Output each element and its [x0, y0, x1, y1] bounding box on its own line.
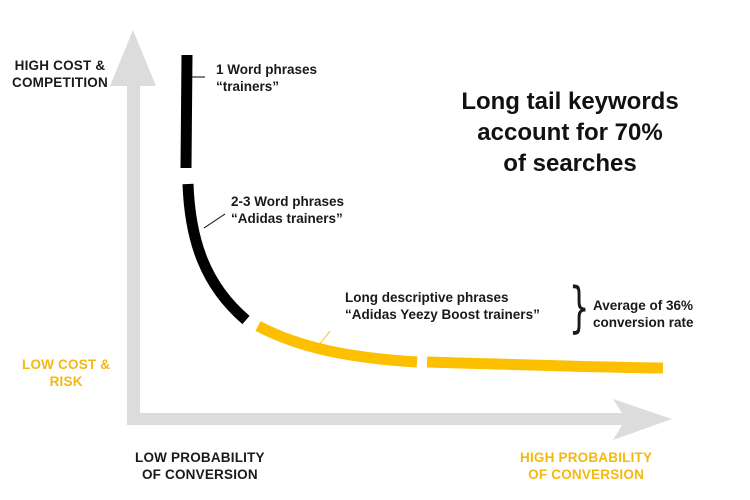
x-axis-high-label-line1: HIGH PROBABILITY — [520, 450, 653, 465]
phrase-two-three-word-title: 2-3 Word phrases — [231, 194, 345, 209]
curly-brace-icon: } — [568, 276, 590, 339]
x-axis-high-label: HIGH PROBABILITY OF CONVERSION — [520, 450, 652, 484]
curve-segment-one-word — [180, 54, 193, 169]
phrase-two-three-word-example: “Adidas trainers” — [231, 210, 343, 226]
phrase-long-descriptive-title: Long descriptive phrases — [345, 290, 509, 305]
y-axis-high-label: HIGH COST & COMPETITION — [12, 58, 108, 92]
conversion-callout-line1: Average of 36% — [593, 298, 694, 313]
phrase-one-word-title: 1 Word phrases — [216, 62, 318, 77]
x-axis-low-label-line1: LOW PROBABILITY — [135, 450, 265, 465]
phrase-one-word-example: “trainers” — [216, 78, 280, 94]
x-axis-arrow — [127, 399, 672, 440]
leader-line-long-tail — [318, 330, 331, 346]
y-axis-high-label-line2: COMPETITION — [12, 74, 108, 90]
leader-line-two-three-word — [203, 213, 226, 229]
y-axis-high-label-line1: HIGH COST & — [14, 58, 106, 73]
y-axis-arrow — [110, 30, 156, 425]
curve-segment-long-tail-a — [255, 321, 418, 368]
y-axis-low-label-line2: RISK — [49, 373, 83, 389]
y-axis-low-label: LOW COST & RISK — [22, 357, 110, 391]
x-axis-high-label-line2: OF CONVERSION — [528, 466, 645, 482]
headline: Long tail keywords account for 70% of se… — [440, 86, 700, 180]
headline-line3: of searches — [503, 150, 637, 178]
conversion-callout-line2: conversion rate — [593, 314, 694, 330]
phrase-one-word: 1 Word phrases “trainers” — [216, 62, 317, 96]
headline-line1: Long tail keywords — [461, 88, 679, 115]
conversion-callout: Average of 36% conversion rate — [593, 298, 694, 332]
curve-segment-two-three-word — [182, 183, 250, 325]
phrase-long-descriptive-example: “Adidas Yeezy Boost trainers” — [345, 306, 540, 322]
phrase-long-descriptive: Long descriptive phrases “Adidas Yeezy B… — [345, 290, 540, 324]
curve-segment-long-tail-b — [426, 356, 664, 374]
x-axis-low-label: LOW PROBABILITY OF CONVERSION — [135, 450, 265, 484]
headline-line2: account for 70% — [477, 119, 663, 147]
phrase-two-three-word: 2-3 Word phrases “Adidas trainers” — [231, 194, 344, 228]
y-axis-low-label-line1: LOW COST & — [22, 357, 111, 372]
x-axis-low-label-line2: OF CONVERSION — [141, 466, 258, 482]
